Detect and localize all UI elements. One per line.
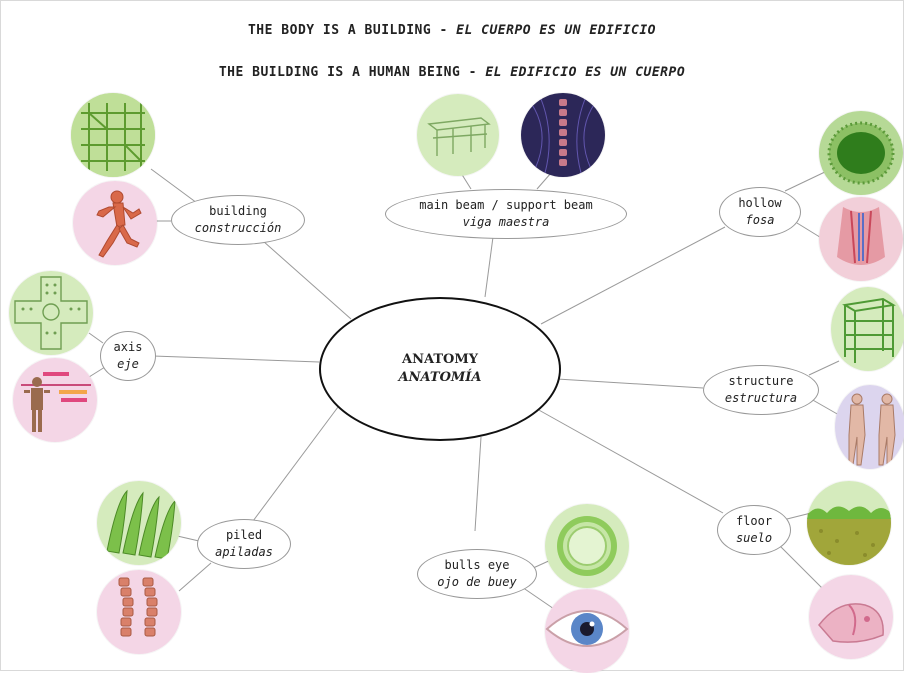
node-structure-spanish: estructura — [725, 390, 797, 407]
link-center-floor — [537, 409, 723, 513]
center-node-anatomy: ANATOMY ANATOMÍA — [319, 297, 561, 441]
node-bulls-eye-english: bulls eye — [444, 557, 509, 574]
node-axis-spanish: eje — [117, 356, 139, 373]
link-axis-img1 — [89, 333, 103, 343]
link-structure-img1 — [809, 361, 839, 375]
link-axis-img2 — [89, 367, 105, 377]
link-hollow-img1 — [785, 171, 827, 191]
link-center-bulls-eye — [475, 437, 481, 531]
round-window-ring — [545, 504, 629, 588]
link-center-building — [263, 241, 351, 319]
node-hollow-english: hollow — [738, 195, 781, 212]
running-figure-muscle-anatomy — [73, 181, 157, 265]
building-frame-render — [831, 287, 904, 371]
node-structure: structure estructura — [703, 365, 819, 415]
node-bulls-eye: bulls eye ojo de buey — [417, 549, 537, 599]
node-axis: axis eje — [100, 331, 156, 381]
node-floor-spanish: suelo — [736, 530, 772, 547]
link-beam-img2 — [537, 173, 551, 189]
link-piled-img2 — [179, 563, 211, 591]
node-piled-spanish: apiladas — [215, 544, 273, 561]
link-center-main-beam — [485, 237, 493, 297]
body-axis-diagram — [13, 358, 97, 442]
node-building-english: building — [209, 203, 267, 220]
link-building-img1 — [151, 169, 197, 203]
center-english: ANATOMY — [402, 351, 478, 369]
link-structure-img2 — [811, 399, 839, 415]
node-main-beam: main beam / support beam viga maestra — [385, 189, 627, 239]
pelvic-floor-anatomy — [809, 575, 893, 659]
stacked-leaves-photo — [97, 481, 181, 565]
node-floor: floor suelo — [717, 505, 791, 555]
node-piled: piled apiladas — [197, 519, 291, 569]
node-building-spanish: construcción — [195, 220, 282, 237]
node-main-beam-spanish: viga maestra — [463, 214, 550, 231]
node-floor-english: floor — [736, 513, 772, 530]
node-bulls-eye-spanish: ojo de buey — [437, 574, 516, 591]
link-center-structure — [557, 379, 703, 388]
human-eye-closeup — [545, 589, 629, 673]
spine-x-ray — [521, 93, 605, 177]
node-piled-english: piled — [226, 527, 262, 544]
grass-ground-photo — [807, 481, 891, 565]
center-spanish: ANATOMÍA — [399, 369, 482, 387]
building-frame-photo — [71, 93, 155, 177]
hollow-pit-photo — [819, 111, 903, 195]
node-main-beam-english: main beam / support beam — [419, 197, 592, 214]
vertebral-column — [97, 570, 181, 654]
link-center-piled — [253, 403, 341, 521]
cross-floor-plan — [9, 271, 93, 355]
node-axis-english: axis — [114, 339, 143, 356]
node-building: building construcción — [171, 195, 305, 245]
link-center-axis — [153, 356, 319, 362]
node-hollow-spanish: fosa — [746, 212, 775, 229]
neck-anatomy — [819, 197, 903, 281]
link-center-hollow — [541, 227, 725, 324]
node-structure-english: structure — [728, 373, 793, 390]
node-hollow: hollow fosa — [719, 187, 801, 237]
beam-structure-drawing — [417, 94, 499, 176]
back-muscles-anatomy — [835, 385, 904, 469]
